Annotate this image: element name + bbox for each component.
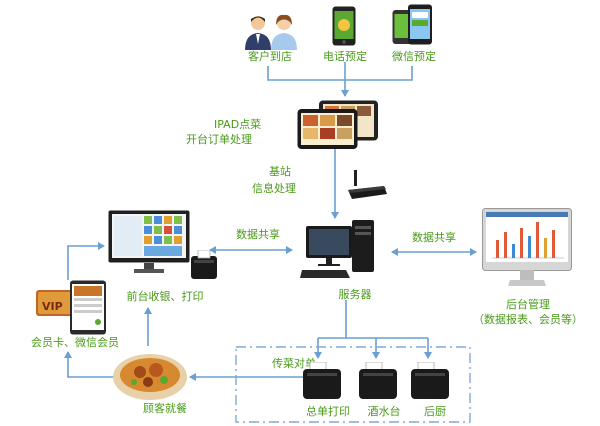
- customers-icon: [242, 14, 302, 50]
- wechat-order-label: 微信预定: [392, 50, 436, 63]
- printer-bar-icon: [358, 361, 400, 400]
- printer-kitchen-icon: [410, 361, 452, 400]
- base-label-2: 信息处理: [252, 182, 296, 195]
- data-share-right-label: 数据共享: [412, 231, 456, 244]
- arrow-member-front: [67, 242, 105, 280]
- printer-kitchen-label: 后厨: [424, 405, 446, 418]
- phone-icon: [332, 6, 356, 46]
- imac-icon: [482, 208, 572, 288]
- server-computer-icon: [300, 218, 378, 280]
- backend-label-2: （数据报表、会员等）: [473, 313, 583, 326]
- printer-main-label: 总单打印: [306, 405, 350, 418]
- front-desk-label: 前台收银、打印: [126, 290, 204, 303]
- customer-visit-label: 客户到店: [248, 50, 292, 63]
- wechat-phone-icon: [392, 4, 434, 46]
- member-card-label: 会员卡、微信会员: [31, 336, 119, 349]
- printer-main-icon: [302, 361, 344, 400]
- phone-order-label: 电话预定: [323, 50, 367, 63]
- data-share-left-label: 数据共享: [236, 228, 280, 241]
- base-label-1: 基站: [269, 165, 291, 178]
- dish-icon: [112, 352, 188, 402]
- printer-bar-label: 酒水台: [367, 405, 401, 418]
- arrow-dining-member: [64, 351, 114, 378]
- ipad-label-1: IPAD点菜: [214, 118, 262, 131]
- server-label: 服务器: [338, 288, 372, 301]
- svg-text:VIP: VIP: [42, 300, 63, 313]
- dish-delivery-label: 传菜对单: [272, 357, 316, 370]
- printer-area-box: [235, 346, 471, 423]
- ipad-label-2: 开台订单处理: [186, 133, 252, 146]
- customer-dining-label: 顾客就餐: [143, 402, 187, 415]
- member-card-icon: VIP: [36, 280, 108, 336]
- pos-monitor-icon: [108, 210, 190, 274]
- router-icon: [346, 170, 388, 200]
- backend-label-1: 后台管理: [506, 298, 550, 311]
- line-wechat: [345, 66, 413, 81]
- receipt-printer-icon: [190, 249, 218, 280]
- tablet-icon: [297, 100, 379, 150]
- line-customers: [267, 66, 345, 81]
